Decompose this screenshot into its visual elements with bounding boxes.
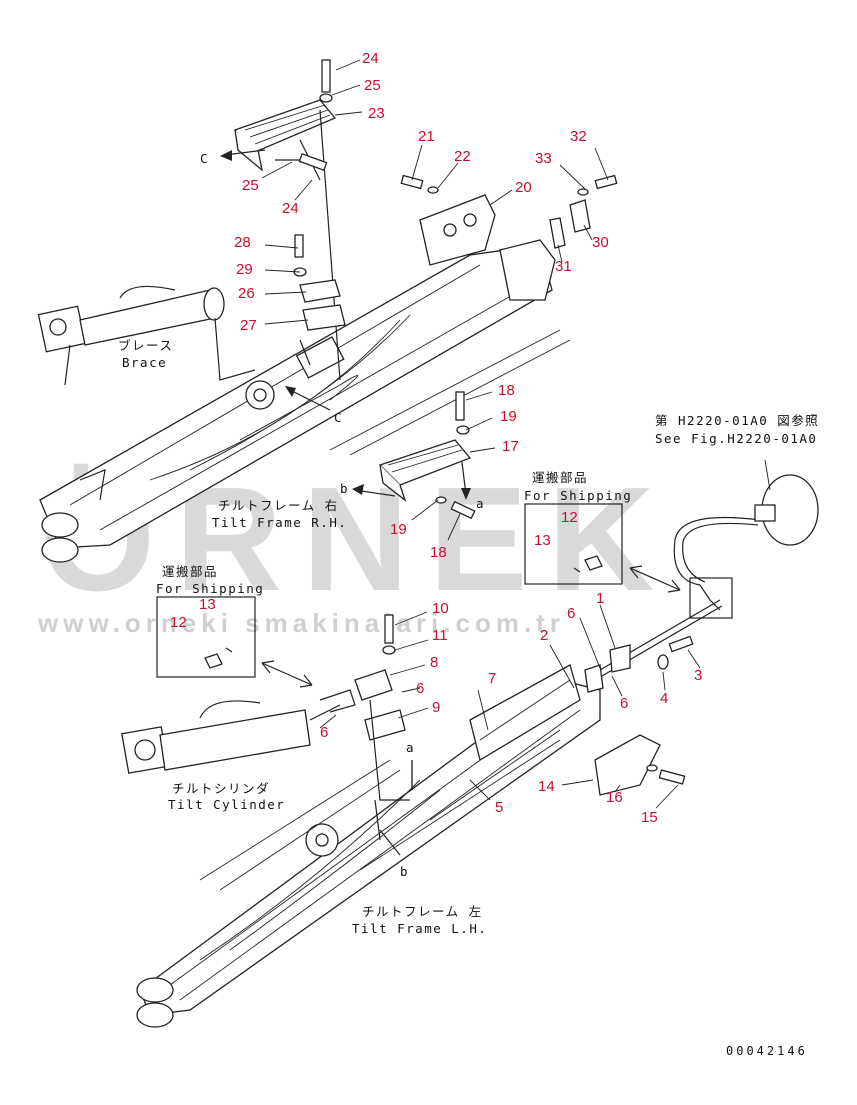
callout-30: 30 xyxy=(592,234,609,251)
callout-14: 14 xyxy=(538,778,555,795)
shipping-arrow-left xyxy=(261,660,313,688)
view-markers: C C b a a b xyxy=(200,151,485,879)
tilt-cylinder-label-jp: チルトシリンダ xyxy=(172,781,270,796)
callout-12-left: 12 xyxy=(170,614,187,631)
view-marker-a-mid: a xyxy=(476,496,485,511)
callout-18-a: 18 xyxy=(498,382,515,399)
callout-numbers: 24 25 23 25 24 21 22 20 33 32 30 31 28 2… xyxy=(170,50,702,826)
tilt-frame-rh-drawing xyxy=(39,239,571,563)
callout-5: 5 xyxy=(495,799,503,816)
callout-6-a: 6 xyxy=(416,680,424,697)
callout-26: 26 xyxy=(238,285,255,302)
shipping-arrow-right xyxy=(629,565,681,593)
callout-6-d: 6 xyxy=(620,695,628,712)
watermark: ÖRNEK www.orneki smakinalari.com.tr xyxy=(37,457,654,638)
callout-28: 28 xyxy=(234,234,251,251)
callout-19-a: 19 xyxy=(500,408,517,425)
brace-label-jp: ブレース xyxy=(118,338,173,353)
view-marker-b-mid: b xyxy=(340,481,349,496)
drawing-number: 00042146 xyxy=(726,1044,808,1058)
shipping-box-left xyxy=(156,596,256,678)
step-mid-drawing xyxy=(378,391,476,520)
view-marker-b-low: b xyxy=(400,864,409,879)
watermark-url: www.orneki smakinalari.com.tr xyxy=(37,608,565,638)
tilt-frame-lh-drawing xyxy=(136,664,601,1028)
callout-10: 10 xyxy=(432,600,449,617)
callout-24-a: 24 xyxy=(362,50,379,67)
callout-16: 16 xyxy=(606,789,623,806)
shipping-label-en-left: For Shipping xyxy=(156,581,264,596)
callout-13-left: 13 xyxy=(199,596,216,613)
shipping-label-jp-right: 運搬部品 xyxy=(532,470,588,485)
diagram-labels: ブレース Brace チルトフレーム 右 Tilt Frame R.H. チルト… xyxy=(118,338,819,936)
brace-label-en: Brace xyxy=(122,355,167,370)
guard-drawing xyxy=(594,734,686,796)
callout-25-a: 25 xyxy=(364,77,381,94)
view-marker-a-low: a xyxy=(406,740,415,755)
see-fig-label-jp: 第 H2220-01A0 図参照 xyxy=(655,413,819,428)
view-marker-c-mid: C xyxy=(334,410,343,425)
callout-8: 8 xyxy=(430,654,438,671)
tilt-cylinder-label-en: Tilt Cylinder xyxy=(168,797,285,812)
callout-15: 15 xyxy=(641,809,658,826)
callout-12-right: 12 xyxy=(561,509,578,526)
callout-13-right: 13 xyxy=(534,532,551,549)
callout-29: 29 xyxy=(236,261,253,278)
brace-drawing xyxy=(37,285,256,386)
callout-6-c: 6 xyxy=(567,605,575,622)
step-lower-drawing xyxy=(354,614,413,841)
cover-drawing xyxy=(400,174,618,266)
callout-32: 32 xyxy=(570,128,587,145)
tilt-frame-rh-label-en: Tilt Frame R.H. xyxy=(212,515,347,530)
callout-33: 33 xyxy=(535,150,552,167)
callout-1: 1 xyxy=(596,590,604,607)
callout-31: 31 xyxy=(555,258,572,275)
shipping-label-jp-left: 運搬部品 xyxy=(162,564,218,579)
tilt-frame-lh-label-jp: チルトフレーム 左 xyxy=(362,904,483,919)
tilt-frame-lh-label-en: Tilt Frame L.H. xyxy=(352,921,487,936)
callout-4: 4 xyxy=(660,690,668,707)
callout-3: 3 xyxy=(694,667,702,684)
callout-2: 2 xyxy=(540,627,548,644)
callout-9: 9 xyxy=(432,699,440,716)
callout-17: 17 xyxy=(502,438,519,455)
see-fig-label-en: See Fig.H2220-01A0 xyxy=(655,431,817,446)
shipping-box-right xyxy=(524,503,623,585)
tilt-cylinder-drawing xyxy=(121,689,356,774)
callout-18-b: 18 xyxy=(430,544,447,561)
view-marker-c-top: C xyxy=(200,151,209,166)
callout-11: 11 xyxy=(432,627,448,644)
callout-7: 7 xyxy=(488,670,496,687)
tilt-frame-rh-label-jp: チルトフレーム 右 xyxy=(218,498,339,513)
callout-6-b: 6 xyxy=(320,724,328,741)
hose-drawing xyxy=(584,474,819,693)
callout-20: 20 xyxy=(515,179,532,196)
callout-22: 22 xyxy=(454,148,471,165)
callout-25-b: 25 xyxy=(242,177,259,194)
callout-27: 27 xyxy=(240,317,257,334)
callout-19-b: 19 xyxy=(390,521,407,538)
callout-23: 23 xyxy=(368,105,385,122)
callout-24-b: 24 xyxy=(282,200,299,217)
callout-21: 21 xyxy=(418,128,435,145)
leader-lines xyxy=(261,59,771,809)
shipping-label-en-right: For Shipping xyxy=(524,488,632,503)
